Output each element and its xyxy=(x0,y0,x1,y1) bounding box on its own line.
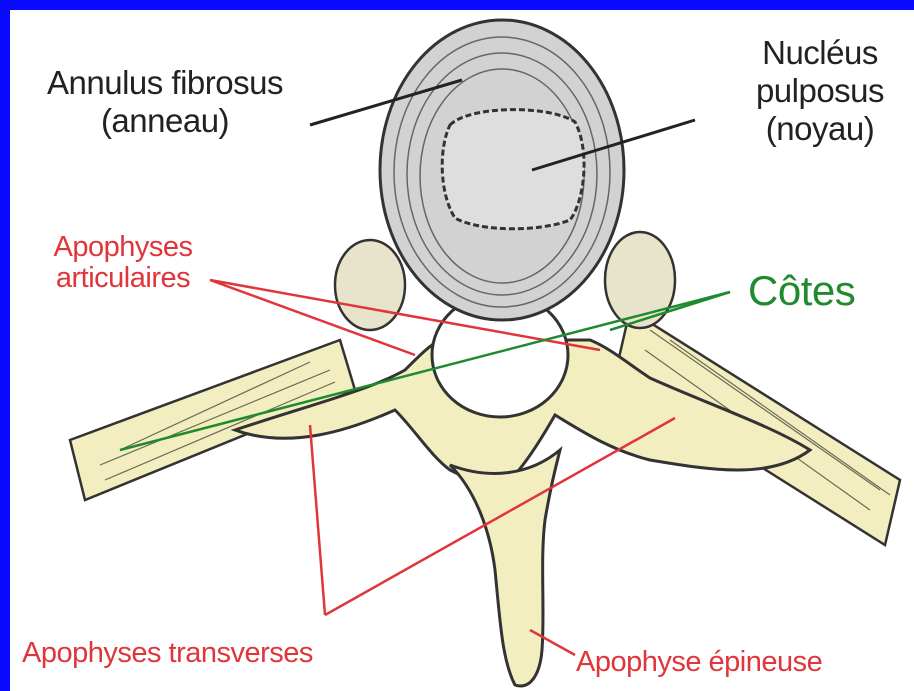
articular-processes-label: Apophyses articulaires xyxy=(28,232,218,294)
articular-label-line2: articulaires xyxy=(28,263,218,294)
nucleus-label-line3: (noyau) xyxy=(735,110,905,148)
articular-label-line1: Apophyses xyxy=(28,232,218,263)
transverse-leader-line-left xyxy=(310,425,325,615)
transverse-processes-label: Apophyses transverses xyxy=(22,638,313,669)
spinous-process xyxy=(450,450,560,686)
nucleus-pulposus-label: Nucléus pulposus (noyau) xyxy=(735,34,905,148)
annulus-label-line1: Annulus fibrosus xyxy=(20,64,310,102)
annulus-label-line2: (anneau) xyxy=(20,102,310,140)
nucleus-pulposus xyxy=(442,110,584,229)
nucleus-label-line1: Nucléus xyxy=(735,34,905,72)
left-articular-facet xyxy=(335,240,405,330)
ribs-label: Côtes xyxy=(748,268,855,314)
nucleus-label-line2: pulposus xyxy=(735,72,905,110)
annulus-fibrosus-label: Annulus fibrosus (anneau) xyxy=(20,64,310,140)
figure-panel: Annulus fibrosus (anneau) Nucléus pulpos… xyxy=(10,10,914,691)
spinous-process-label: Apophyse épineuse xyxy=(576,647,822,678)
